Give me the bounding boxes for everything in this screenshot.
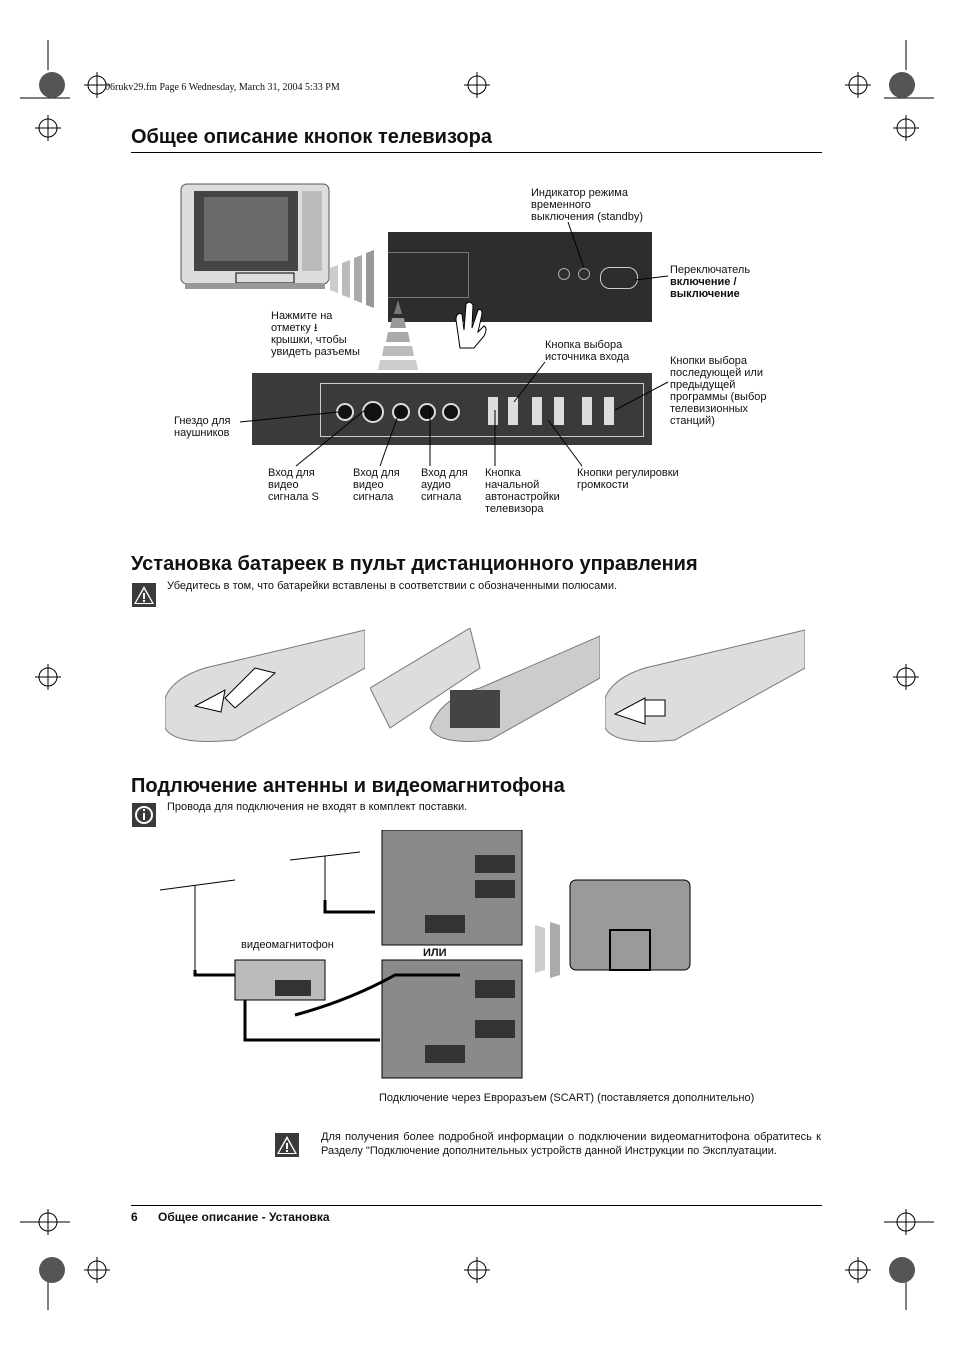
audio-jack-left[interactable] — [418, 403, 436, 421]
hand-icon — [455, 301, 487, 349]
remote-step-1 — [165, 629, 365, 742]
label-audio: Вход для аудио сигнала — [421, 467, 468, 503]
video-jack[interactable] — [392, 403, 410, 421]
section-title-batteries: Установка батареек в пульт дистанционног… — [131, 553, 698, 575]
section-title-antenna: Подлючение антенны и видеомагнитофона — [131, 775, 565, 797]
audio-jack-right[interactable] — [442, 403, 460, 421]
vcr-label: видеомагнитофон — [241, 939, 334, 951]
label-prog-select: Кнопки выбора последующей или предыдущей… — [670, 355, 767, 427]
front-connector-panel — [252, 373, 652, 445]
antenna-connection-diagram — [159, 830, 691, 1079]
info-icon — [132, 803, 156, 827]
label-press-mark: Нажмите на отметку ⭳ крышки, чтобы увиде… — [271, 310, 360, 358]
warning-triangle-icon — [132, 583, 156, 607]
label-standby-indicator: Индикатор режима временного выключения (… — [531, 187, 644, 223]
autotune-button[interactable] — [488, 397, 498, 425]
file-info-header: 06rukv29.fm Page 6 Wednesday, March 31, … — [105, 82, 340, 93]
prog-down-button[interactable] — [582, 397, 592, 425]
callout-lines — [239, 221, 669, 467]
label-headphones: Гнездо для наушников — [174, 415, 231, 439]
label-volume: Кнопки регулировки громкости — [577, 467, 679, 491]
zoom-stripes — [330, 250, 374, 308]
volume-down-button[interactable] — [532, 397, 542, 425]
down-arrow-icon — [378, 300, 418, 370]
label-autotune: Кнопка начальной автонастройки телевизор… — [485, 467, 560, 515]
footer-section-name: Общее описание - Установка — [158, 1210, 330, 1224]
label-power-switch: Переключатель включение / выключение — [670, 264, 751, 300]
remote-step-3 — [605, 629, 805, 742]
label-s-video: Вход для видео сигнала S — [268, 467, 319, 503]
vcr-info-note: Для получения более подробной информации… — [321, 1131, 821, 1157]
input-select-button[interactable] — [508, 397, 518, 425]
tv-front-illustration — [180, 183, 330, 289]
battery-note: Убедитесь в том, что батарейки вставлены… — [167, 580, 618, 592]
label-input-select: Кнопка выбора источника входа — [545, 339, 630, 363]
tv-top-panel — [388, 232, 652, 322]
remote-step-2 — [370, 628, 600, 742]
scart-caption: Подключение через Евроразъем (SCART) (по… — [379, 1092, 755, 1104]
footer-rule — [131, 1205, 822, 1206]
cables-note: Провода для подключения не входят в комп… — [167, 801, 468, 813]
warning-triangle-icon-2 — [275, 1133, 299, 1157]
power-button[interactable] — [600, 267, 638, 289]
section-title-buttons: Общее описание кнопок телевизора — [131, 126, 492, 148]
title-rule — [131, 152, 822, 153]
volume-up-button[interactable] — [554, 397, 564, 425]
label-video: Вход для видео сигнала — [353, 467, 400, 503]
or-label: ИЛИ — [423, 947, 447, 959]
prog-up-button[interactable] — [604, 397, 614, 425]
page-number: 6 — [131, 1210, 138, 1224]
